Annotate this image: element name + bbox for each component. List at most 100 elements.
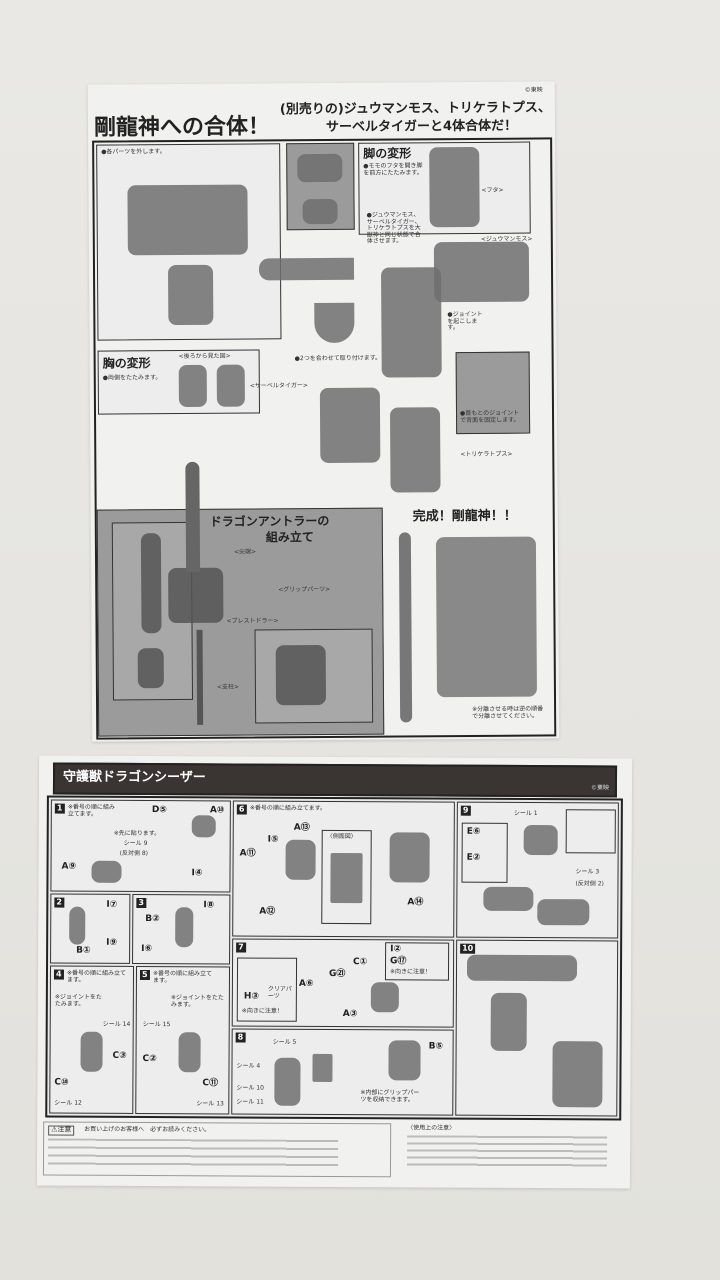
- step-number: 7: [236, 942, 246, 953]
- note: ※ジョイントをたたみます。: [54, 993, 102, 1008]
- drill-base-figure: [137, 648, 164, 689]
- note-box: I② G⑰ ※向きに注意！: [384, 942, 450, 981]
- part-label: C③: [112, 1050, 127, 1061]
- caution-subheading: お買い上げのお客様へ 必ずお読みください。: [84, 1125, 211, 1134]
- part-label: A③: [342, 1009, 358, 1020]
- sticker-label: シール 13: [196, 1100, 224, 1108]
- sticker-label: シール 12: [54, 1099, 82, 1107]
- part-label: I⑦: [106, 899, 118, 910]
- sticker-label: シール 5: [272, 1038, 297, 1046]
- note: ※分離させる時は逆の順番で分離させてください。: [472, 705, 544, 720]
- label: <後ろから見た図>: [178, 352, 231, 361]
- step-number: 1: [54, 803, 65, 814]
- head-figure: [167, 264, 214, 326]
- part-label: C⑪: [202, 1078, 219, 1089]
- part-figure: [91, 860, 122, 883]
- leg-figure: [537, 899, 590, 926]
- panel-title: ドラゴンアントラーの: [209, 513, 330, 529]
- step-4: 4 ※番号の順に組み立てます。 ※ジョイントをたたみます。 シール 14 C③ …: [49, 965, 135, 1114]
- part-label: E⑥: [466, 826, 481, 837]
- part-label: I⑨: [106, 937, 118, 948]
- detail-box: [565, 809, 616, 854]
- panel-title: 組み立て: [265, 530, 314, 545]
- note: ●首もとのジョイントで背面を固定します。: [459, 409, 520, 424]
- instruction-sheet-dragon-caesar: 守護獣ドラゴンシーザー ©東映 1 ※番号の順に組み立てます。 D⑤ A⑩ ※先…: [36, 755, 633, 1189]
- label: <ブレストドラー>: [226, 617, 279, 625]
- part-figure: [80, 1031, 103, 1072]
- part-figure: [389, 832, 430, 883]
- step-10: 10: [455, 939, 619, 1117]
- note: ※向きに注意！: [389, 968, 432, 976]
- sheet-header: 守護獣ドラゴンシーザー ©東映: [52, 762, 618, 798]
- panel-separate-parts: ●各パーツを外します。: [96, 143, 282, 341]
- label: <尖端>: [233, 548, 257, 556]
- sticker-label: シール 4: [236, 1062, 261, 1070]
- grip-figure: [275, 644, 327, 706]
- part-label: H③: [243, 991, 260, 1002]
- step-number: 9: [460, 805, 471, 816]
- label: <トリケラトプス>: [460, 450, 513, 459]
- head-figure: [274, 1057, 301, 1106]
- sticker-label: (反対側 8): [119, 849, 149, 858]
- part-label: G⑰: [390, 956, 407, 967]
- note: ●2つを合わせて取り付けます。: [294, 354, 382, 363]
- label: <フタ>: [481, 186, 504, 194]
- completed-dragon-figure: [552, 1041, 603, 1108]
- stand-pole: [196, 629, 204, 725]
- label: <支柱>: [216, 683, 240, 691]
- part-label: C①: [353, 957, 368, 968]
- robot-figure: [127, 184, 248, 256]
- instruction-sheet-combination: ©東映 剛龍神への合体！ (別売りの)ジュウマンモス、トリケラトプス、 サーベル…: [87, 81, 560, 742]
- step-number: 2: [54, 897, 64, 908]
- part-label: I②: [390, 944, 402, 955]
- sheet-title: 守護獣ドラゴンシーザー: [62, 769, 206, 786]
- copyright: ©東映: [590, 784, 609, 792]
- chest-half-figure: [216, 364, 245, 407]
- side-view-figure: [330, 852, 363, 904]
- sticker-label: シール 10: [236, 1084, 264, 1092]
- note: ●ジョイントを起こします。: [447, 310, 483, 332]
- part-figure: [285, 839, 316, 880]
- clear-parts-box: H③ クリアパーツ ※向きに注意！: [236, 957, 298, 1022]
- head-figure: [490, 992, 527, 1052]
- part-label: B⑤: [428, 1041, 444, 1052]
- sticker-label: (反対側 2): [575, 880, 604, 888]
- part-figure: [69, 906, 86, 945]
- copyright: ©東映: [524, 86, 543, 94]
- part-figure: [191, 815, 216, 838]
- part-figure: [302, 198, 338, 225]
- triceratops-figure: [389, 407, 441, 493]
- note: ※番号の順に組み立てます。: [67, 803, 115, 818]
- step-1: 1 ※番号の順に組み立てます。 D⑤ A⑩ ※先に貼ります。 シール 9 (反対…: [50, 799, 231, 893]
- part-label: C⑩: [54, 1077, 69, 1088]
- sticker-label: シール 1: [513, 809, 538, 818]
- label: 〈側面図〉: [326, 832, 357, 841]
- subtitle-line2: サーベルタイガーと4体合体だ！: [325, 118, 518, 135]
- head-grip-figure: [388, 1040, 421, 1081]
- part-label: A⑩: [209, 805, 225, 816]
- usage-text-lines: [406, 1135, 608, 1171]
- step-number: 4: [53, 969, 64, 980]
- panel-chest-transform: 胸の変形 ●両側をたたみます。 <後ろから見た図>: [97, 349, 261, 415]
- note: ●各パーツを外します。: [101, 148, 166, 156]
- detail-box: E⑥ E②: [461, 822, 508, 883]
- note: ※向きに注意！: [241, 1007, 283, 1015]
- antler-stand-figure: [398, 532, 413, 723]
- part-label: E②: [466, 852, 481, 863]
- part-label: B①: [76, 945, 91, 956]
- part-label: A⑨: [61, 861, 77, 872]
- part-label: I⑤: [267, 834, 279, 845]
- part-label: G㉑: [328, 968, 346, 980]
- step-8: 8 シール 5 シール 4 シール 10 シール 11 B⑤ ※内部にグリップパ…: [231, 1028, 454, 1116]
- note: ※先に貼ります。: [113, 829, 161, 838]
- mammoth-figure: [433, 241, 530, 303]
- torso-figure: [380, 267, 442, 378]
- caution-heading: ⚠注意: [48, 1125, 75, 1136]
- part-figure: [175, 907, 194, 948]
- part-label: A⑫: [259, 906, 276, 917]
- step-number: 6: [236, 804, 247, 815]
- part-label: A⑬: [293, 822, 310, 833]
- head-figure: [297, 153, 343, 183]
- page-title: 剛龍神への合体！: [93, 114, 271, 141]
- part-label: B②: [145, 914, 160, 925]
